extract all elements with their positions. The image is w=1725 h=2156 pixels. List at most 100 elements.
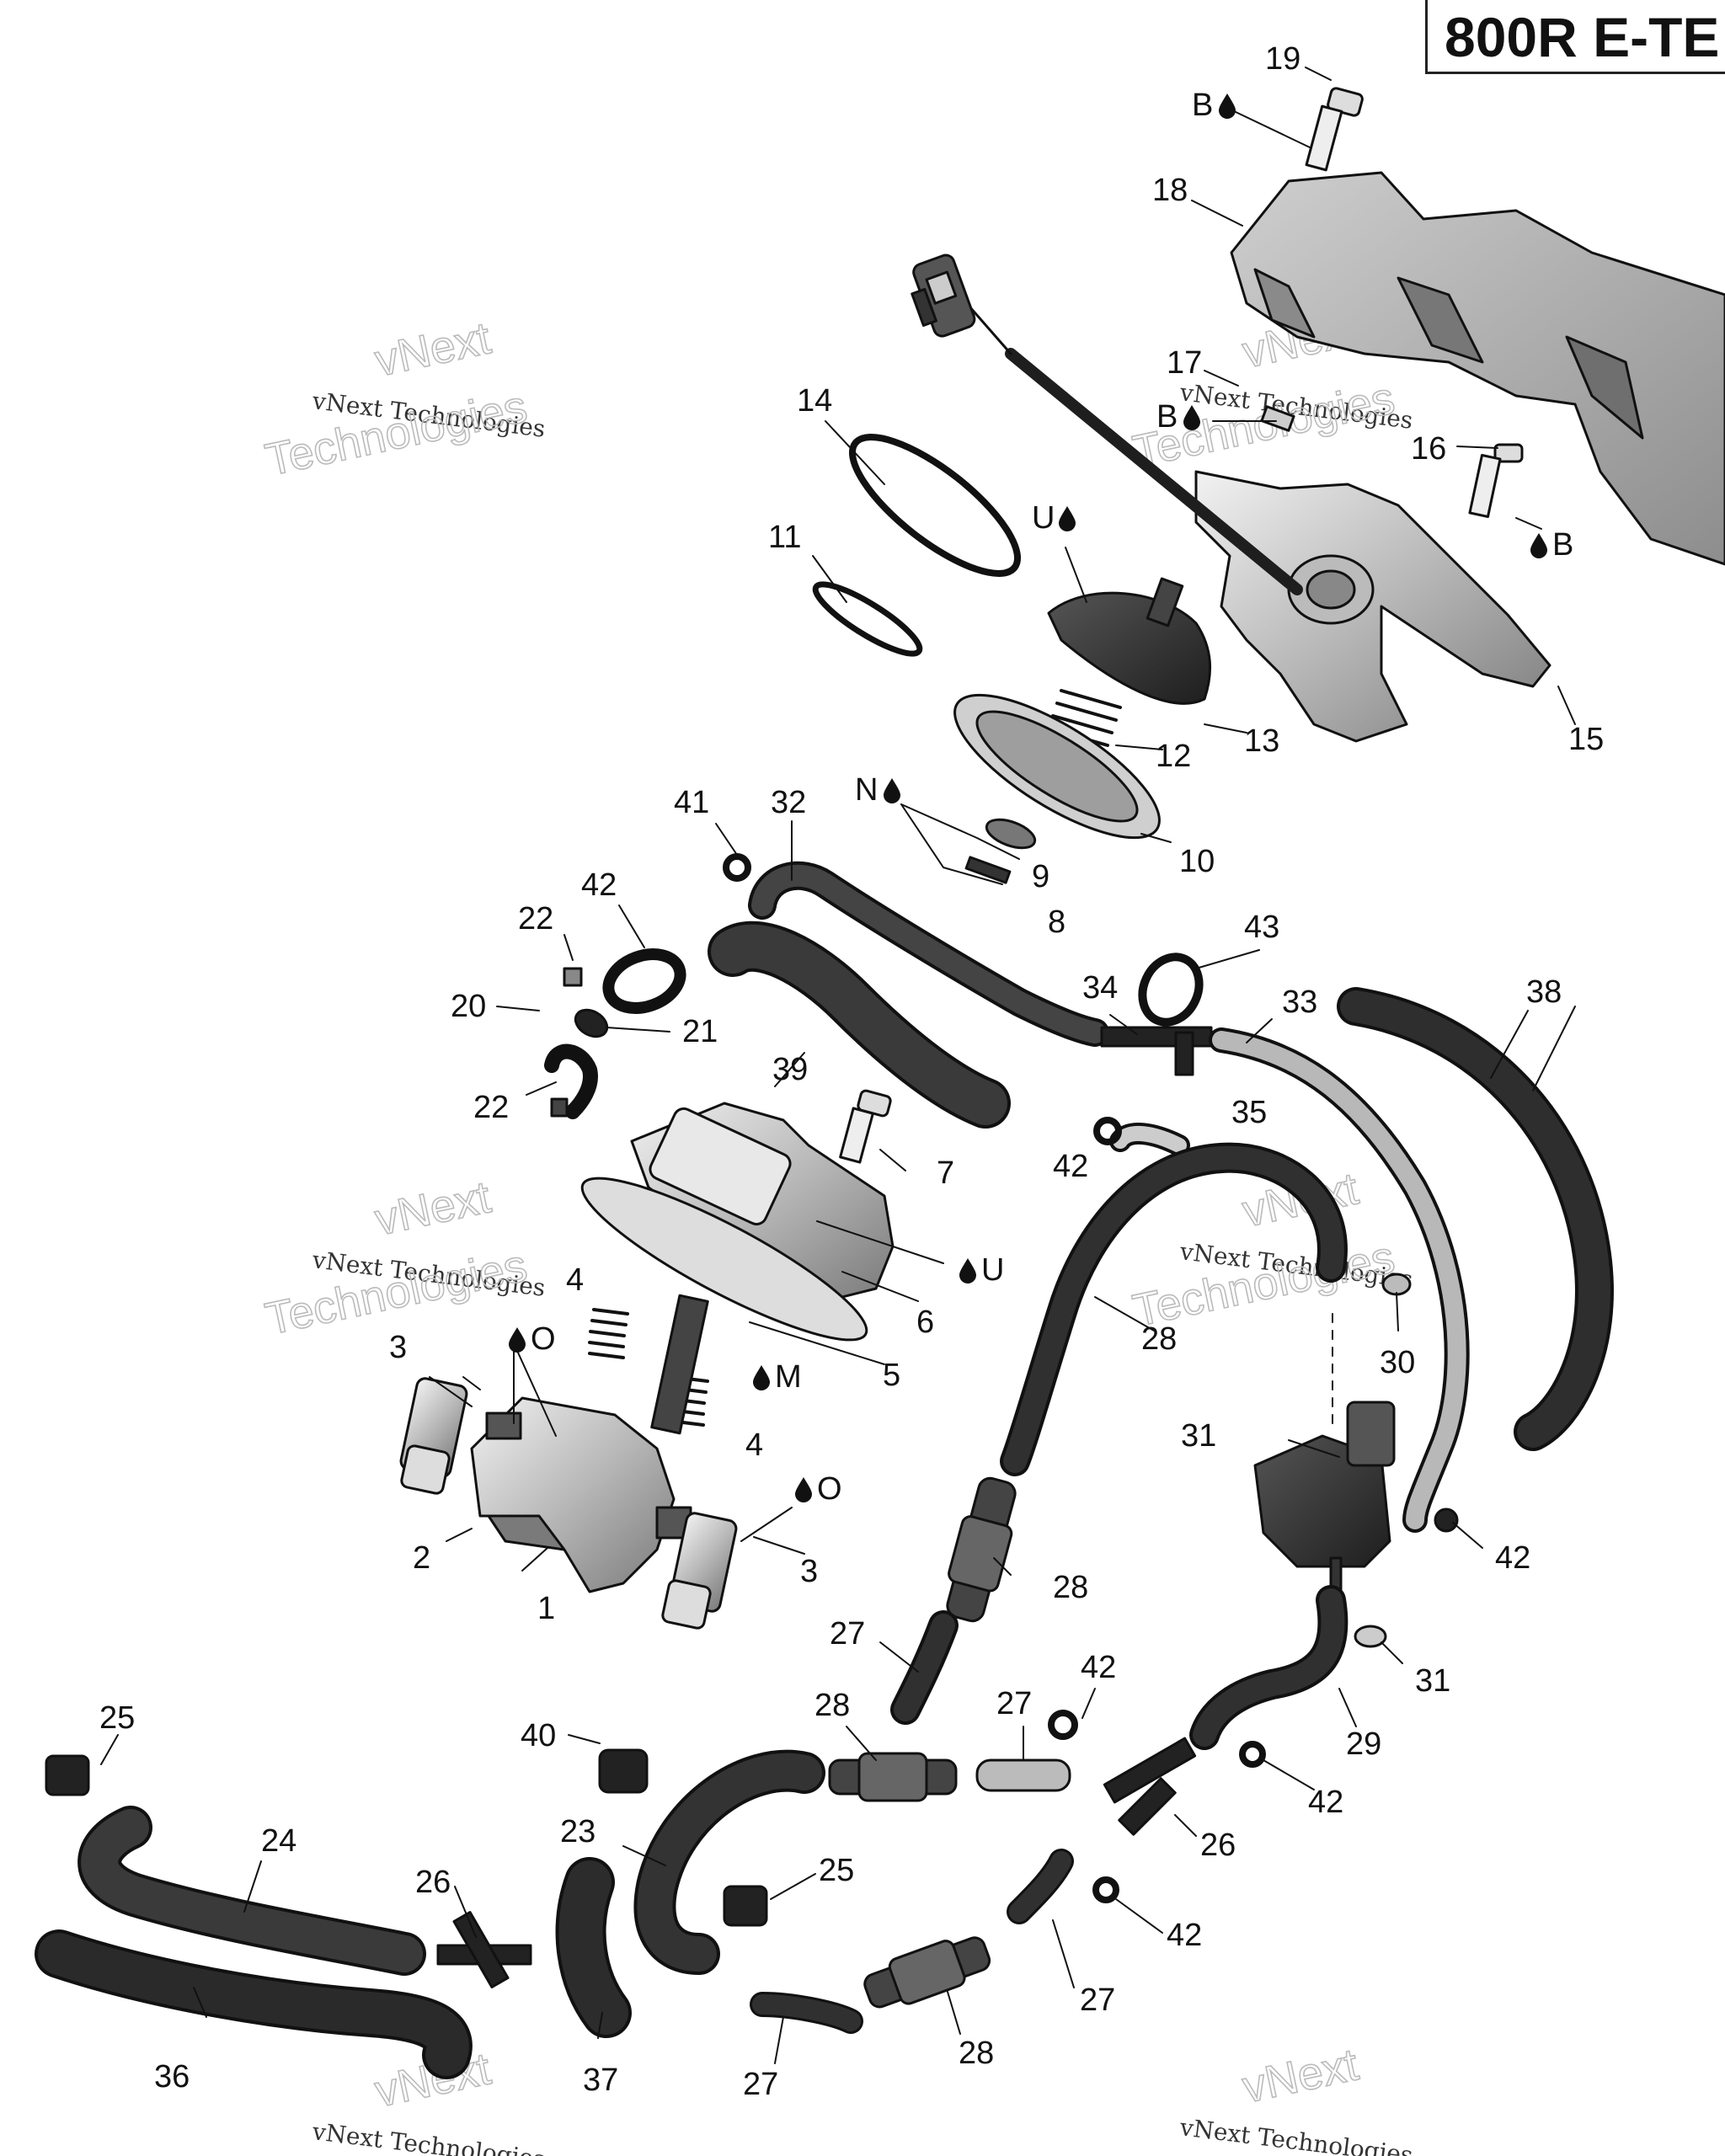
callout-26: 26 — [1200, 1828, 1236, 1863]
callout-6: 6 — [916, 1305, 934, 1340]
callout-22: 22 — [473, 1090, 509, 1125]
callout-18: 18 — [1152, 173, 1188, 208]
callout-9: 9 — [1032, 859, 1049, 894]
svg-text:U: U — [1032, 500, 1055, 536]
part-42-clamp — [723, 853, 751, 882]
lubricant-marker: O — [795, 1471, 842, 1507]
part-16-bolt — [1468, 443, 1524, 519]
drop-icon — [509, 1327, 526, 1353]
callout-24: 24 — [261, 1823, 296, 1859]
lubricant-marker: B — [1192, 88, 1236, 123]
lubricant-marker: M — [753, 1359, 802, 1395]
drop-icon — [753, 1365, 770, 1390]
callout-20: 20 — [451, 989, 486, 1024]
callout-8: 8 — [1048, 905, 1065, 940]
part-11-o-ring — [812, 581, 923, 657]
callout-22: 22 — [518, 901, 553, 937]
watermark-outline: vNext — [371, 312, 495, 386]
drop-icon — [884, 778, 900, 803]
part-19-bolt — [1305, 87, 1364, 172]
svg-text:O: O — [817, 1471, 842, 1507]
callout-42: 42 — [1081, 1650, 1116, 1685]
part-3-fitting-b — [661, 1512, 738, 1630]
watermark-bottom-right: vNext Technologies vNext — [1178, 2039, 1414, 2156]
callout-38: 37 — [583, 2063, 618, 2098]
callout-36: 35 — [1231, 1095, 1267, 1130]
part-28-filter-lower — [863, 1936, 991, 2009]
callout-42: 42 — [1053, 1149, 1088, 1184]
callout-12: 12 — [1156, 739, 1191, 774]
part-sensor-connector — [911, 253, 976, 338]
part-25-clamp — [45, 1754, 90, 1796]
model-title: 800R E-TE — [1445, 6, 1720, 68]
part-21-check-valve — [574, 1008, 609, 1038]
part-42-clamp — [1093, 1117, 1122, 1145]
callout-1: 1 — [537, 1591, 555, 1626]
callout-25: 25 — [99, 1700, 135, 1736]
callout-27: 27 — [1080, 1983, 1115, 2018]
watermark-outline: vNext — [371, 1171, 495, 1245]
svg-text:U: U — [981, 1252, 1004, 1288]
lubricant-markers: B B B U N U O M — [509, 88, 1573, 1507]
callout-26: 26 — [415, 1865, 451, 1900]
part-1-body — [470, 1396, 692, 1593]
callout-17: 17 — [1167, 345, 1202, 381]
part-8-pin — [964, 856, 1012, 884]
drop-icon — [959, 1258, 976, 1283]
drop-icon — [1059, 506, 1076, 531]
part-27-sleeve — [975, 1758, 1071, 1792]
lubricant-marker: N — [855, 772, 900, 808]
lubricant-marker: U — [959, 1252, 1004, 1288]
callout-35: 34 — [1082, 970, 1118, 1006]
part-35-tee — [1100, 1026, 1213, 1076]
part-20-elbow — [544, 1043, 598, 1119]
watermark-top-left: vNext Technologies vNext Technologies — [260, 312, 547, 487]
callout-28: 28 — [959, 2036, 994, 2071]
callout-3: 3 — [389, 1330, 407, 1365]
svg-text:B: B — [1156, 399, 1178, 435]
svg-text:B: B — [1192, 88, 1213, 123]
part-26-tee-left — [436, 1911, 532, 1988]
part-28-filter-mid — [828, 1752, 958, 1802]
callout-5: 5 — [883, 1358, 900, 1393]
callout-42: 41 — [674, 785, 709, 820]
callout-28: 28 — [1053, 1570, 1088, 1605]
part-13-diaphragm — [1047, 577, 1212, 705]
part-31-ring-b — [1354, 1625, 1387, 1648]
callout-42: 42 — [1167, 1918, 1202, 1953]
callout-33: 32 — [771, 785, 806, 820]
callout-15: 15 — [1568, 722, 1604, 757]
drop-icon — [1183, 405, 1200, 430]
part-4-spring — [588, 1308, 629, 1359]
callout-21: 21 — [682, 1014, 718, 1049]
part-10-valve-plate — [953, 693, 1161, 840]
callout-41: 40 — [521, 1718, 556, 1753]
lubricant-marker: B — [1530, 527, 1573, 563]
part-22-fitting — [563, 967, 583, 987]
lubricant-marker: B — [1156, 399, 1200, 435]
svg-text:O: O — [531, 1321, 556, 1357]
watermark-text: vNext Technologies — [310, 2117, 547, 2156]
callout-23: 23 — [560, 1814, 595, 1849]
callout-4: 4 — [566, 1262, 584, 1298]
callout-40: 39 — [772, 1052, 808, 1087]
callout-34: 33 — [1282, 985, 1317, 1020]
callout-10: 10 — [1179, 844, 1215, 879]
part-18-cover — [1230, 171, 1725, 566]
callout-27: 27 — [830, 1616, 865, 1652]
callout-28: 28 — [814, 1688, 850, 1723]
callout-2: 2 — [413, 1540, 430, 1576]
callout-39: 38 — [1526, 974, 1562, 1010]
callout-11: 11 — [768, 520, 801, 555]
callout-37: 36 — [154, 2059, 190, 2095]
model-title-box: 800R E-TE — [1425, 0, 1725, 74]
watermark-outline: vNext — [1238, 2039, 1363, 2112]
callout-42: 42 — [1495, 1540, 1530, 1576]
svg-text:M: M — [775, 1359, 802, 1395]
part-42-clamp — [1048, 1710, 1078, 1740]
part-42-clamp — [1239, 1741, 1266, 1768]
callout-31: 30 — [1380, 1345, 1415, 1380]
callout-25: 25 — [819, 1853, 854, 1888]
callout-43: 42 — [581, 867, 617, 903]
